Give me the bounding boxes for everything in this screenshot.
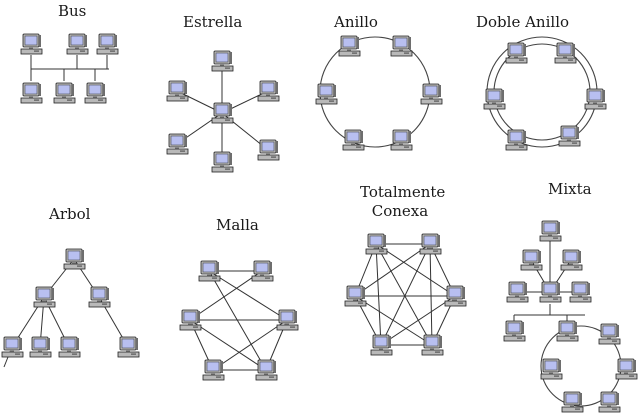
tree-computer-icon — [1, 336, 24, 358]
full-mesh-link-line — [380, 243, 431, 346]
star-hub-computer-icon — [211, 102, 234, 124]
full-mesh-link-line — [354, 243, 431, 297]
mesh-link-line — [208, 270, 288, 321]
mesh-computer-icon — [202, 359, 225, 381]
star-computer-icon — [257, 139, 280, 161]
title-mixta: Mixta — [548, 180, 592, 198]
mesh-computer-icon — [251, 260, 274, 282]
mesh-computer-icon — [276, 309, 299, 331]
mesh-computer-icon — [198, 260, 221, 282]
mixed-computer-icon — [569, 281, 592, 303]
ring-computer-icon — [315, 83, 338, 105]
title-malla: Malla — [216, 216, 259, 234]
double-ring-computer-icon — [505, 129, 528, 151]
mixed-computer-icon — [539, 220, 562, 242]
full-mesh-link-line — [380, 295, 456, 346]
mesh-link-line — [212, 319, 288, 371]
star-computer-icon — [211, 151, 234, 173]
full-mesh-link-line — [375, 243, 456, 297]
mixed-computer-icon — [520, 249, 543, 271]
ring-computer-icon — [420, 83, 443, 105]
ring-computer-icon — [342, 129, 365, 151]
tree-computer-icon — [33, 286, 56, 308]
bus-computer-icon — [84, 82, 107, 104]
mixed-ring-computer-icon — [598, 391, 621, 413]
title-conexa: Conexa — [371, 202, 429, 220]
title-anillo: Anillo — [334, 13, 378, 31]
mesh-link-line — [189, 270, 263, 321]
full-mesh-link-line — [375, 243, 382, 346]
mixed-ring-computer-icon — [556, 320, 579, 342]
ring-computer-icon — [390, 129, 413, 151]
ring-computer-icon — [390, 35, 413, 57]
mixed-computer-icon — [560, 249, 583, 271]
bus-computer-icon — [53, 82, 76, 104]
double-ring-computer-icon — [483, 88, 506, 110]
mixed-ring-computer-icon — [598, 323, 621, 345]
title-estrella: Estrella — [183, 13, 243, 31]
full-mesh-link-line — [375, 243, 433, 346]
mixed-ring-computer-icon — [561, 391, 584, 413]
star-computer-icon — [166, 133, 189, 155]
tree-computer-icon — [117, 336, 140, 358]
star-computer-icon — [257, 80, 280, 102]
tree-computer-icon — [63, 248, 86, 270]
tree-computer-icon — [88, 286, 111, 308]
mesh-link-line — [189, 319, 267, 371]
full-mesh-computer-icon — [370, 334, 393, 356]
title-doble-anillo: Doble Anillo — [476, 13, 570, 31]
mixed-ring-computer-icon — [615, 358, 638, 380]
full-mesh-link-line — [429, 243, 433, 346]
double-ring-computer-icon — [584, 88, 607, 110]
bus-computer-icon — [20, 33, 43, 55]
full-mesh-computer-icon — [344, 285, 367, 307]
mesh-computer-icon — [255, 359, 278, 381]
mixed-ring-computer-icon — [540, 358, 563, 380]
ring-computer-icon — [338, 35, 361, 57]
mixed-hub-computer-icon — [539, 281, 562, 303]
double-ring-computer-icon — [554, 42, 577, 64]
bus-computer-icon — [66, 33, 89, 55]
bus-computer-icon — [96, 33, 119, 55]
double-ring-computer-icon — [558, 125, 581, 147]
full-mesh-computer-icon — [419, 233, 442, 255]
tree-computer-icon — [29, 336, 52, 358]
star-computer-icon — [211, 50, 234, 72]
title-bus: Bus — [58, 2, 87, 20]
tree-computer-icon — [58, 336, 81, 358]
mixed-computer-icon — [506, 281, 529, 303]
mixed-computer-icon — [503, 320, 526, 342]
bus-computer-icon — [20, 82, 43, 104]
title-totalmente: Totalmente — [360, 183, 446, 201]
double-ring-computer-icon — [505, 42, 528, 64]
full-mesh-computer-icon — [444, 285, 467, 307]
mesh-computer-icon — [179, 309, 202, 331]
full-mesh-computer-icon — [365, 233, 388, 255]
title-arbol: Arbol — [49, 205, 91, 223]
star-computer-icon — [166, 80, 189, 102]
full-mesh-link-line — [354, 295, 433, 346]
full-mesh-computer-icon — [421, 334, 444, 356]
